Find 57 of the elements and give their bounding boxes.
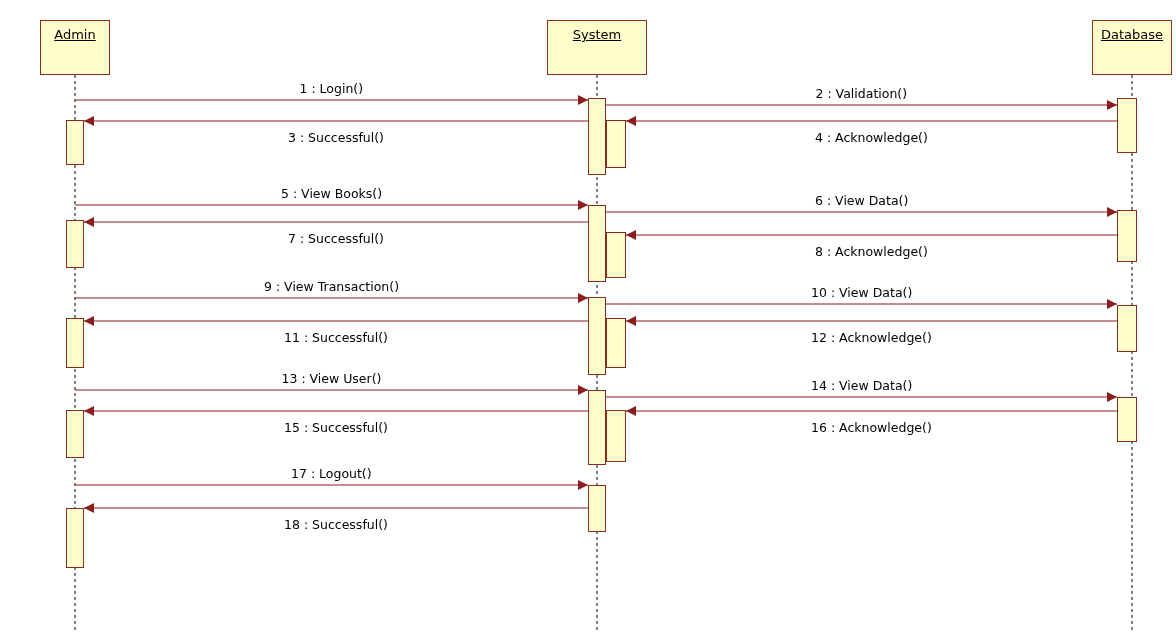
edge-label: 11 : Successful() bbox=[282, 330, 390, 345]
edge-label: 2 : Validation() bbox=[813, 86, 910, 101]
edge-label: 7 : Successful() bbox=[286, 231, 386, 246]
message-arrow bbox=[605, 207, 1118, 217]
activation-bar bbox=[1117, 397, 1137, 442]
activation-bar bbox=[1117, 210, 1137, 262]
message-arrow bbox=[605, 299, 1118, 309]
activation-bar bbox=[606, 232, 626, 278]
message-arrow bbox=[83, 316, 589, 326]
message-arrow bbox=[625, 116, 1118, 126]
activation-bar bbox=[1117, 305, 1137, 352]
activation-bar bbox=[1117, 98, 1137, 153]
activation-bar bbox=[588, 390, 606, 465]
message-arrow bbox=[83, 503, 589, 513]
activation-bar bbox=[606, 120, 626, 168]
message-arrow bbox=[74, 480, 589, 490]
message-arrow bbox=[74, 293, 589, 303]
edge-label: 8 : Acknowledge() bbox=[813, 244, 930, 259]
message-arrow bbox=[83, 406, 589, 416]
edge-label: 5 : View Books() bbox=[279, 186, 385, 201]
edge-label: 16 : Acknowledge() bbox=[809, 420, 934, 435]
edge-label: 17 : Logout() bbox=[289, 466, 374, 481]
activation-bar bbox=[588, 297, 606, 375]
activation-bar bbox=[66, 220, 84, 268]
message-arrow bbox=[74, 385, 589, 395]
edge-label: 15 : Successful() bbox=[282, 420, 390, 435]
message-arrow bbox=[74, 200, 589, 210]
activation-bar bbox=[66, 410, 84, 458]
message-arrow bbox=[625, 316, 1118, 326]
activation-bar bbox=[66, 120, 84, 165]
edge-label: 9 : View Transaction() bbox=[262, 279, 401, 294]
edge-label: 4 : Acknowledge() bbox=[813, 130, 930, 145]
edge-label: 6 : View Data() bbox=[813, 193, 911, 208]
edge-label: 3 : Successful() bbox=[286, 130, 386, 145]
activation-bar bbox=[606, 410, 626, 462]
activation-bar bbox=[588, 98, 606, 175]
activation-bar bbox=[588, 485, 606, 532]
message-arrow bbox=[625, 406, 1118, 416]
edge-label: 1 : Login() bbox=[297, 81, 366, 96]
activation-bar bbox=[66, 318, 84, 368]
message-arrow bbox=[625, 230, 1118, 240]
participant-box: System bbox=[547, 20, 647, 75]
edge-label: 14 : View Data() bbox=[809, 378, 915, 393]
edge-label: 12 : Acknowledge() bbox=[809, 330, 934, 345]
message-arrow bbox=[605, 100, 1118, 110]
message-arrow bbox=[605, 392, 1118, 402]
edge-label: 13 : View User() bbox=[279, 371, 384, 386]
activation-bar bbox=[588, 205, 606, 282]
activation-bar bbox=[66, 508, 84, 568]
message-arrow bbox=[83, 217, 589, 227]
participant-box: Admin bbox=[40, 20, 110, 75]
edge-label: 10 : View Data() bbox=[809, 285, 915, 300]
message-arrow bbox=[83, 116, 589, 126]
edge-label: 18 : Successful() bbox=[282, 517, 390, 532]
participant-box: Database bbox=[1092, 20, 1172, 75]
message-arrow bbox=[74, 95, 589, 105]
activation-bar bbox=[606, 318, 626, 368]
